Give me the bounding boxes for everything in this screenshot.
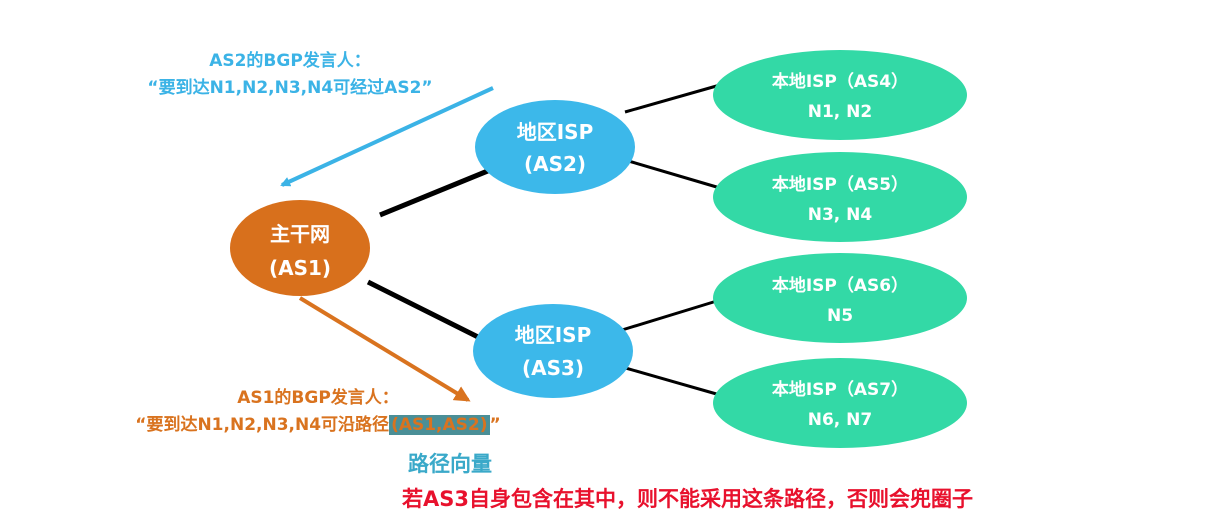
loop-prevention-note: 若AS3自身包含在其中，则不能采用这条路径，否则会兜圈子 (402, 487, 973, 511)
node-label: 本地ISP（AS4） (772, 71, 908, 92)
node-label: 地区ISP (517, 120, 594, 144)
link-as1-as3 (366, 279, 492, 346)
node-label: N5 (827, 306, 853, 326)
as1-message-prefix: “要到达N1,N2,N3,N4可沿路径 (135, 415, 390, 435)
node-label: (AS1) (269, 256, 331, 280)
as1-speaker-title: AS1的BGP发言人： (237, 388, 399, 408)
node-label: (AS2) (524, 152, 586, 176)
node-label: 本地ISP（AS5） (772, 174, 908, 195)
node-label: 本地ISP（AS7） (772, 379, 908, 400)
as-path-highlight: (AS1,AS2) (389, 415, 490, 435)
as1-announce-arrow (298, 296, 471, 402)
node-local-as7: 本地ISP（AS7） N6, N7 (713, 358, 967, 448)
as1-speaker-annotation: AS1的BGP发言人： “要到达N1,N2,N3,N4可沿路径(AS1,AS2)… (98, 385, 538, 439)
node-local-as4: 本地ISP（AS4） N1, N2 (713, 50, 967, 140)
node-label: N6, N7 (808, 410, 873, 430)
node-label: (AS3) (522, 356, 584, 380)
as1-speaker-message: “要到达N1,N2,N3,N4可沿路径(AS1,AS2)” (98, 412, 538, 439)
node-label: N1, N2 (808, 102, 873, 122)
link-as1-as2 (379, 165, 496, 218)
node-local-as6: 本地ISP（AS6） N5 (713, 253, 967, 343)
node-label: 本地ISP（AS6） (772, 275, 908, 296)
node-label: 主干网 (270, 222, 330, 246)
node-label: 地区ISP (515, 323, 592, 347)
as2-speaker-annotation: AS2的BGP发言人： “要到达N1,N2,N3,N4可经过AS2” (110, 48, 470, 102)
link-as2-as5 (624, 158, 721, 190)
as1-message-suffix: ” (489, 415, 501, 435)
link-as3-as7 (621, 365, 721, 397)
node-label: N3, N4 (808, 205, 873, 225)
node-backbone-as1: 主干网 (AS1) (230, 200, 370, 296)
link-as3-as6 (621, 298, 721, 332)
node-regional-as3: 地区ISP (AS3) (473, 304, 633, 398)
node-local-as5: 本地ISP（AS5） N3, N4 (713, 152, 967, 242)
link-as2-as4 (624, 83, 721, 114)
path-vector-caption: 路径向量 (408, 452, 492, 476)
node-regional-as2: 地区ISP (AS2) (475, 100, 635, 194)
as2-speaker-title: AS2的BGP发言人： (209, 51, 371, 71)
as2-announce-arrow (280, 86, 494, 187)
as2-speaker-message: “要到达N1,N2,N3,N4可经过AS2” (147, 78, 433, 98)
